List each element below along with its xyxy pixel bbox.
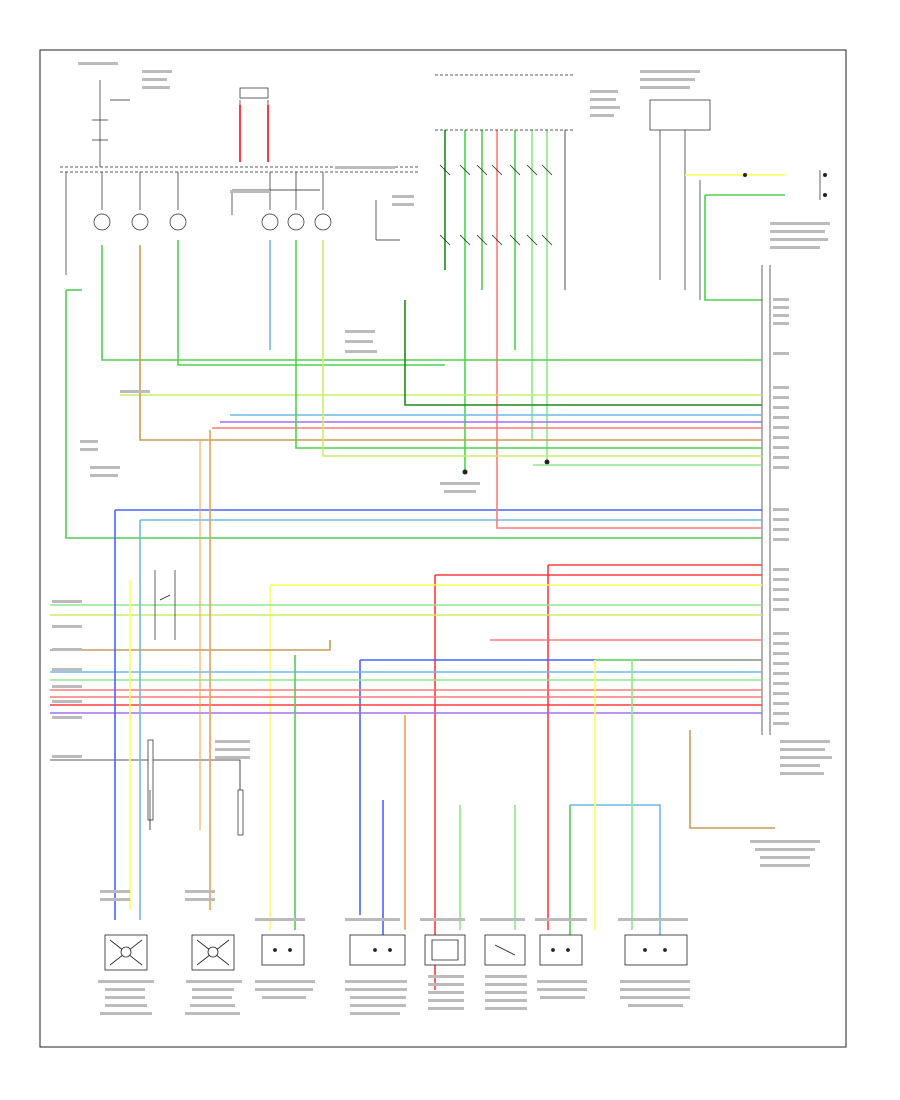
top-right-wires bbox=[685, 174, 785, 301]
pcm-connector-strip bbox=[761, 265, 771, 735]
connector-bank bbox=[444, 130, 566, 500]
component-leads bbox=[382, 660, 661, 935]
connector-bank-ground bbox=[440, 459, 550, 493]
fuse-feed-wires bbox=[239, 105, 269, 162]
left-vertical-wires bbox=[114, 430, 211, 920]
fuse-symbols bbox=[93, 87, 332, 231]
sensor-6 bbox=[624, 934, 688, 966]
bottom-components bbox=[104, 934, 688, 971]
sensor-2 bbox=[349, 934, 406, 966]
solenoid-2 bbox=[191, 934, 235, 971]
relay-box bbox=[147, 570, 244, 836]
diagram-frame bbox=[39, 49, 847, 1048]
harness-wires bbox=[65, 240, 762, 539]
connector-bank-hatch bbox=[435, 74, 575, 246]
left-wire-labels bbox=[52, 390, 250, 759]
pcm-module-label bbox=[780, 740, 832, 775]
sensor-4 bbox=[484, 934, 526, 966]
sensor-5 bbox=[539, 934, 583, 966]
fuse-labels bbox=[78, 62, 414, 353]
solenoid-1 bbox=[104, 934, 148, 971]
sensor-3 bbox=[424, 934, 466, 966]
top-right-labels bbox=[590, 70, 830, 249]
sensor-1 bbox=[261, 934, 305, 966]
lower-harness-wires bbox=[50, 564, 775, 990]
pcm-pin-labels bbox=[773, 298, 789, 725]
top-right-module bbox=[649, 99, 821, 300]
bottom-captions bbox=[98, 840, 820, 1015]
